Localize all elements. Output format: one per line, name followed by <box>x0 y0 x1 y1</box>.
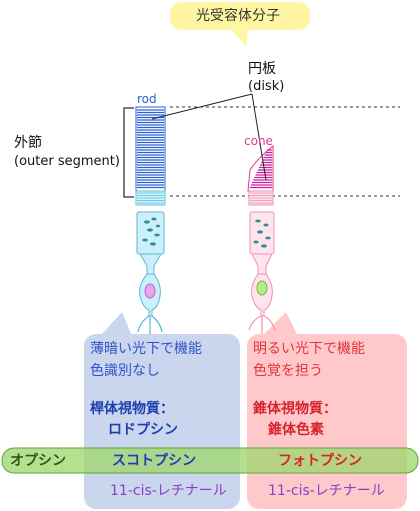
rod-panel-pointer <box>100 312 132 336</box>
rod-cell-body <box>137 273 163 334</box>
cone-label: cone <box>244 134 273 148</box>
rod-outer-segment <box>135 106 166 206</box>
rod-function-line1: 薄暗い光下で機能 <box>90 341 202 357</box>
outer-segment-sublabel: (outer segment) <box>14 154 120 169</box>
rod-function-line2: 色識別なし <box>90 363 160 379</box>
disk-sublabel: (disk) <box>248 79 285 94</box>
outer-segment-bracket <box>123 107 134 198</box>
cone-cell-body <box>248 273 276 334</box>
opsin-label: オプシン <box>10 453 66 469</box>
cone-pigment-name: 錐体色素 <box>268 422 324 438</box>
callout-bubble <box>170 2 310 30</box>
cone-panel-pointer <box>262 312 298 336</box>
rod-inner-segment <box>136 211 165 275</box>
cone-inner-segment <box>249 211 275 275</box>
cone-function-line2: 色覚を担う <box>253 363 323 379</box>
disk-pointer-cone <box>251 93 267 181</box>
rod-pigment-title: 桿体視物質： <box>90 401 174 417</box>
cone-outer-segment <box>247 144 274 206</box>
disk-pointer-rod <box>151 93 253 120</box>
rod-opsin: スコトプシン <box>112 453 196 469</box>
cone-function-line1: 明るい光下で機能 <box>253 341 365 357</box>
callout-text: 光受容体分子 <box>196 8 280 24</box>
cone-chromophore: 11-cis-レチナール <box>268 483 385 499</box>
disk-label: 円板 <box>248 61 276 77</box>
rod-pigment-name: ロドプシン <box>108 422 178 438</box>
rod-chromophore: 11-cis-レチナール <box>110 483 227 499</box>
cone-opsin: フォトプシン <box>278 453 362 469</box>
rod-label: rod <box>137 92 157 106</box>
cone-pigment-title: 錐体視物質： <box>253 401 337 417</box>
callout-pointer <box>230 28 248 46</box>
opsin-band <box>1 447 419 474</box>
outer-segment-label: 外節 <box>14 135 42 151</box>
